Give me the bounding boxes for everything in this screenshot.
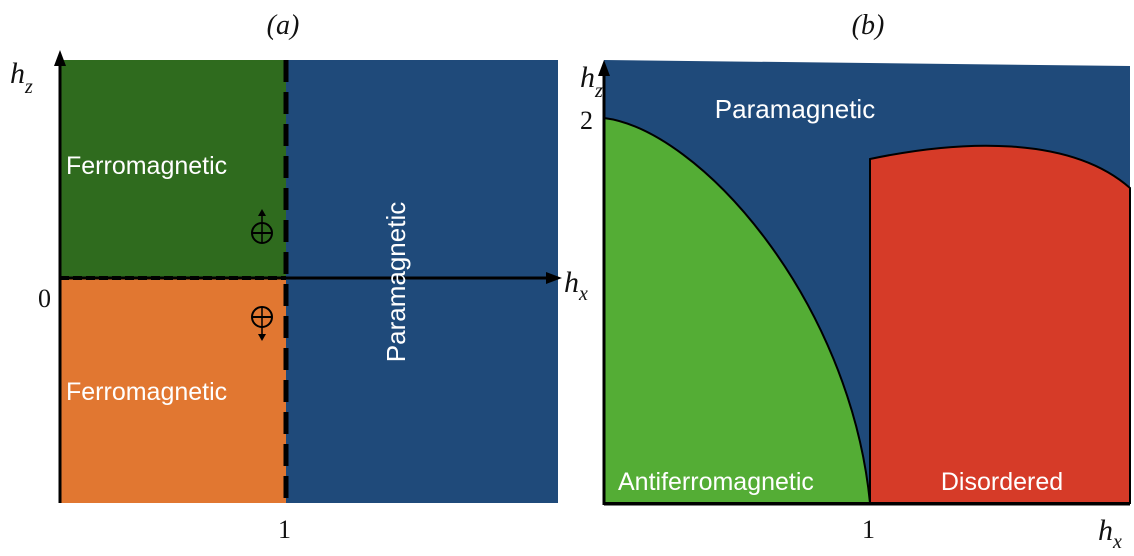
panel-b: (b) hz hx 2 1 Paramagnetic Antiferromagn… xyxy=(580,10,1131,553)
y-tick-zero: 0 xyxy=(38,284,51,313)
panel-b-label: (b) xyxy=(852,10,885,41)
y-axis-label-a: hz xyxy=(10,57,33,98)
paramagnetic-label-a: Paramagnetic xyxy=(381,202,411,362)
paramagnetic-label-b: Paramagnetic xyxy=(715,94,875,124)
x-tick-one-a: 1 xyxy=(278,515,291,544)
panel-a-label: (a) xyxy=(267,10,300,41)
x-axis-label-a: hx xyxy=(564,266,588,305)
y-tick-two: 2 xyxy=(580,106,593,135)
y-axis-arrow-a xyxy=(54,50,66,66)
spin-up-symbol xyxy=(251,209,273,244)
x-axis-label-b: hx xyxy=(1098,514,1122,553)
panel-a: (a) hz hx 0 1 Ferromagnetic Ferromagneti… xyxy=(10,10,588,544)
x-axis-arrow-a xyxy=(546,272,562,284)
y-axis-label-b: hz xyxy=(580,61,603,102)
antiferromagnetic-region xyxy=(603,116,872,504)
ferromagnetic-upper-label: Ferromagnetic xyxy=(66,152,227,180)
x-tick-one-b: 1 xyxy=(862,515,875,544)
spin-down-symbol xyxy=(251,306,273,341)
antiferromagnetic-label: Antiferromagnetic xyxy=(618,468,814,496)
ferromagnetic-upper-region xyxy=(60,60,286,278)
y-axis-arrow-b xyxy=(598,60,610,76)
ferromagnetic-lower-region xyxy=(60,278,286,503)
paramagnetic-region xyxy=(286,60,558,503)
ferromagnetic-lower-label: Ferromagnetic xyxy=(66,378,227,406)
disordered-label: Disordered xyxy=(941,468,1063,496)
disordered-region xyxy=(869,144,1131,504)
